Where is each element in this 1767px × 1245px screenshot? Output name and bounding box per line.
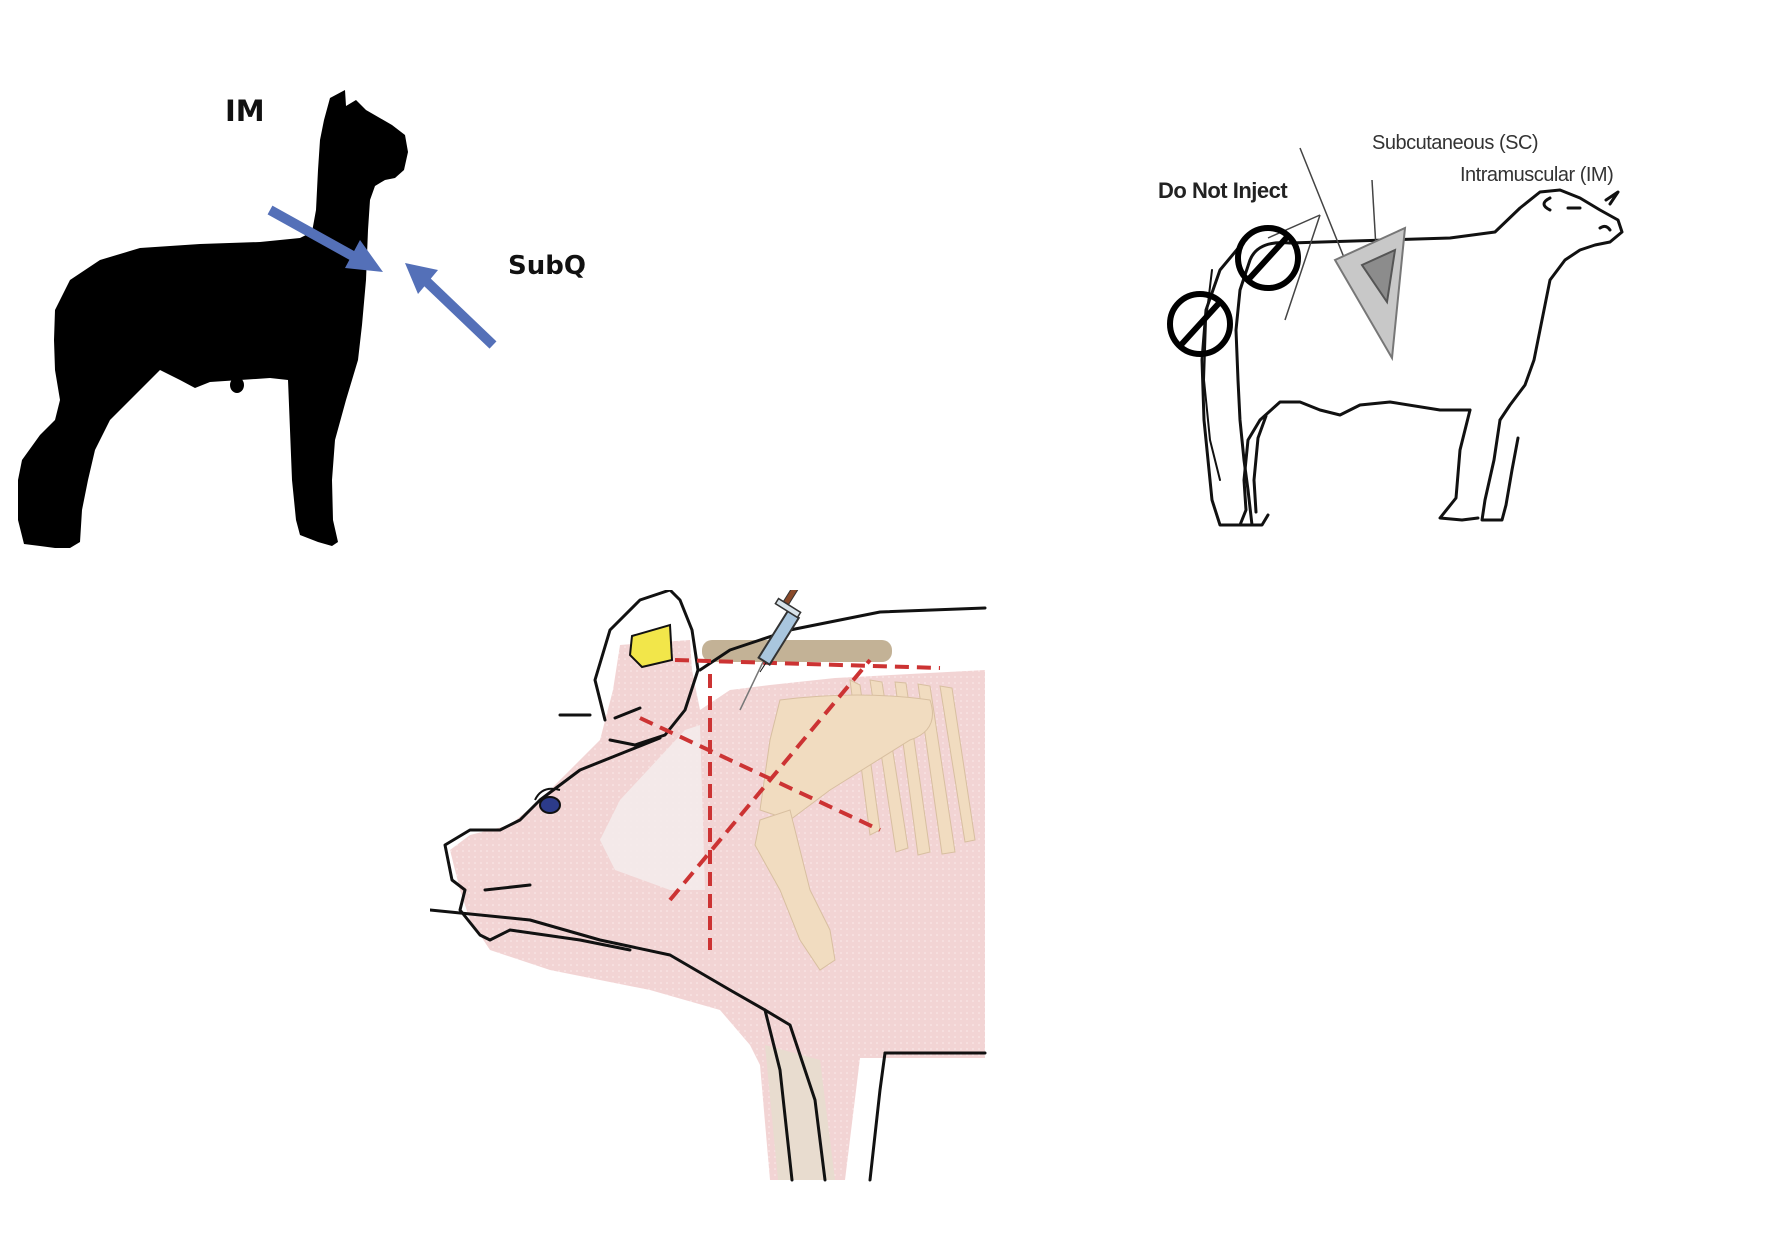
cattle-outline-icon — [1167, 147, 1624, 527]
syringe-icon — [739, 590, 803, 711]
pig-diagram-icon — [430, 590, 987, 1182]
subq-arrow-shaft — [421, 276, 497, 349]
cattle-panel: Do Not Inject Subcutaneous (SC) Intramus… — [1140, 120, 1740, 620]
intramuscular-zone — [1360, 248, 1397, 305]
cattle-intramuscular-label: Intramuscular (IM) — [1460, 164, 1614, 186]
no-inject-icon — [1167, 291, 1233, 357]
subcutaneous-zone — [1333, 226, 1407, 362]
guide-lines — [639, 658, 941, 950]
pig-eye-icon — [539, 796, 561, 814]
ear-tag-icon — [628, 623, 674, 669]
subq-arrow-head-icon — [405, 263, 438, 294]
neck-muscle-band — [702, 640, 892, 662]
cattle-subcutaneous-label: Subcutaneous (SC) — [1372, 132, 1539, 154]
im-arrow-shaft — [267, 205, 363, 265]
sheep-silhouette-icon — [18, 90, 497, 548]
im-arrow-head-icon — [345, 240, 383, 272]
no-inject-icon — [1235, 225, 1301, 291]
sheep-panel: IM SubQ — [0, 80, 700, 630]
pig-panel — [430, 590, 1120, 1210]
sheep-subq-label: SubQ — [508, 251, 586, 281]
sheep-im-label: IM — [225, 94, 265, 128]
cattle-do-not-inject-label: Do Not Inject — [1158, 178, 1288, 203]
